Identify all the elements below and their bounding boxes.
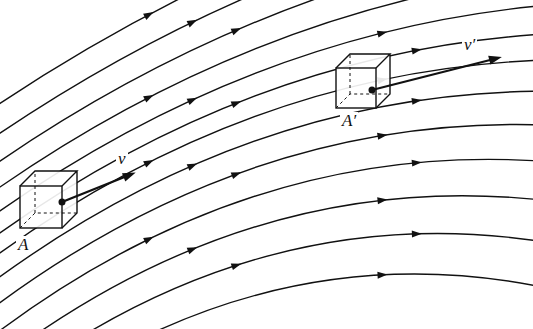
flow-arrowhead <box>412 230 422 237</box>
streamline <box>0 0 533 168</box>
velocity-arrow <box>62 174 132 202</box>
flow-arrowhead <box>231 260 243 270</box>
flow-arrowhead <box>143 234 155 245</box>
streamline <box>0 125 533 310</box>
flow-arrowhead <box>377 131 388 140</box>
streamline <box>0 234 533 329</box>
fluid-element-cube <box>336 53 503 108</box>
flow-arrowhead <box>377 196 388 204</box>
flow-arrowhead <box>143 9 155 20</box>
streamline <box>0 0 533 194</box>
velocity-arrow <box>372 58 498 90</box>
point-label: A <box>16 236 30 255</box>
velocity-arrowhead <box>122 168 137 181</box>
streamline <box>0 0 533 140</box>
velocity-arrowhead <box>488 53 503 65</box>
flow-arrowhead <box>143 157 155 168</box>
flow-arrowhead <box>187 94 199 105</box>
flow-arrowhead <box>377 28 388 37</box>
streamline <box>0 159 533 329</box>
point-label: A′ <box>340 112 358 131</box>
streamline <box>0 0 533 110</box>
flow-arrowhead <box>187 160 199 170</box>
flow-arrowhead <box>187 17 199 28</box>
flow-arrowhead <box>231 169 243 179</box>
flow-arrowhead <box>187 244 199 254</box>
flow-arrowhead <box>377 271 387 279</box>
streamline <box>0 196 533 329</box>
streamline <box>0 274 533 329</box>
fluid-element-cube <box>20 168 137 228</box>
velocity-label: v <box>116 150 128 169</box>
flow-arrowhead <box>143 92 155 103</box>
flow-arrowhead <box>231 25 243 35</box>
flow-arrowhead <box>231 98 243 108</box>
flow-arrowhead <box>411 46 422 55</box>
flow-arrowhead <box>412 159 423 167</box>
flow-arrowhead <box>411 96 422 104</box>
velocity-label: v′ <box>462 36 477 55</box>
streamline <box>0 91 533 284</box>
